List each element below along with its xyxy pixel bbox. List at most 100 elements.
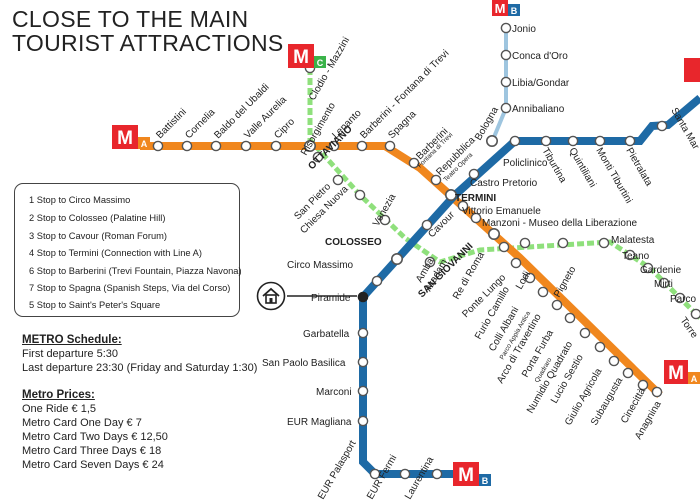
prices-heading: Metro Prices:	[22, 389, 95, 401]
station-ponte-lungo[interactable]	[510, 257, 522, 269]
station-libia[interactable]	[500, 76, 512, 88]
station-cipro[interactable]	[270, 140, 282, 152]
station-lucio[interactable]	[594, 341, 606, 353]
label-bologna: Bologna	[473, 105, 501, 143]
station-ottaviano[interactable]	[303, 140, 316, 153]
legend-item: 5 Stop to Saint's Peter's Square	[29, 300, 161, 310]
station-chiesa-nuova[interactable]	[354, 189, 366, 201]
station-castro[interactable]	[468, 168, 480, 180]
m-logo-letter: M	[668, 363, 684, 384]
schedule-last: Last departure 23:30 (Friday and Saturda…	[22, 362, 258, 374]
station-san-giovanni[interactable]	[487, 228, 500, 241]
station-repubblica[interactable]	[430, 174, 442, 186]
station-jonio[interactable]	[500, 22, 512, 34]
station-malatesta[interactable]	[598, 237, 610, 249]
station-monti[interactable]	[594, 135, 606, 147]
station-porta-furba[interactable]	[564, 312, 576, 324]
line-c	[307, 68, 700, 320]
station-re-di-roma[interactable]	[498, 241, 510, 253]
station-bologna[interactable]	[485, 135, 498, 148]
station-quintiliani[interactable]	[567, 135, 579, 147]
station-eur-palasport[interactable]	[369, 468, 381, 480]
station-san-pietro[interactable]	[332, 174, 344, 186]
station-giulio[interactable]	[608, 355, 620, 367]
line-b-tag	[479, 474, 491, 486]
station-cinecitta[interactable]	[637, 379, 649, 391]
schedule-first: First departure 5:30	[22, 348, 118, 360]
station-numidio[interactable]	[579, 327, 591, 339]
station-laurentina[interactable]	[431, 468, 443, 480]
station-teano[interactable]	[624, 249, 636, 261]
station-gardenie[interactable]	[642, 262, 654, 274]
station-san-paolo[interactable]	[357, 356, 369, 368]
station-arco[interactable]	[551, 299, 563, 311]
label-pietralata: Pietralata	[623, 146, 654, 188]
station-santa-maria[interactable]	[656, 120, 668, 132]
station-mirti[interactable]	[658, 277, 670, 289]
logo-line-a-west: M A	[112, 125, 150, 149]
station-valle-aurelia[interactable]	[240, 140, 252, 152]
station-subaugusta[interactable]	[622, 367, 634, 379]
price-item: Metro Card Seven Days € 24	[22, 459, 164, 471]
m-logo-letter: M	[458, 465, 474, 486]
logo-line-a-east: M A	[664, 360, 700, 384]
station-baldo[interactable]	[210, 140, 222, 152]
price-item: One Ride € 1,5	[22, 403, 96, 415]
station-pietralata[interactable]	[624, 135, 636, 147]
station-manzoni[interactable]	[470, 212, 482, 224]
station-annibaliano[interactable]	[500, 102, 512, 114]
label-baldo: Baldo del Ubaldi	[212, 82, 271, 141]
title-line-1: CLOSE TO THE MAIN	[12, 6, 249, 32]
m-logo-letter: M	[117, 128, 133, 149]
price-item: Metro Card Two Days € 12,50	[22, 431, 168, 443]
station-garbatella[interactable]	[357, 327, 369, 339]
station-vittorio[interactable]	[457, 200, 469, 212]
logo-line-b-north: M B	[492, 0, 520, 16]
line-c-tag-letter: C	[317, 58, 324, 68]
station-lodi[interactable]	[519, 237, 531, 249]
station-eur-fermi[interactable]	[399, 468, 411, 480]
line-b-tag-letter: B	[511, 6, 518, 16]
station-circo[interactable]	[371, 275, 383, 287]
station-conca[interactable]	[500, 49, 512, 61]
station-colosseo[interactable]	[390, 253, 403, 266]
station-amba-aradam[interactable]	[424, 256, 436, 268]
station-cornelia[interactable]	[181, 140, 193, 152]
label-manzoni: Manzoni - Museo della Liberazione	[482, 218, 638, 229]
station-piramide[interactable]	[357, 291, 369, 303]
label-parco: Parco	[670, 294, 697, 305]
line-a	[140, 142, 663, 398]
station-barberini[interactable]	[408, 157, 420, 169]
station-eur-magliana[interactable]	[357, 415, 369, 427]
station-battistini[interactable]	[152, 140, 164, 152]
label-quintiliani: Quintiliani	[566, 146, 597, 190]
station-policlinico[interactable]	[509, 135, 521, 147]
station-risorgimento[interactable]	[312, 151, 324, 163]
station-barberini-fontana[interactable]	[356, 140, 368, 152]
station-anagnina[interactable]	[651, 386, 663, 398]
station-pigneto[interactable]	[557, 237, 569, 249]
home-icon	[256, 281, 286, 311]
label-vittorio: Vittorio Emanuele	[462, 206, 541, 217]
line-b-tag	[508, 4, 520, 16]
label-cornelia: Cornelia	[183, 107, 217, 141]
line-a-tag	[688, 372, 700, 384]
station-marconi[interactable]	[357, 385, 369, 397]
station-cavour[interactable]	[421, 219, 433, 231]
station-parco[interactable]	[674, 292, 686, 304]
schedule-heading: METRO Schedule:	[22, 334, 122, 346]
station-venezia[interactable]	[379, 214, 391, 226]
legend-item: 7 Stop to Spagna (Spanish Steps, Via del…	[29, 283, 231, 293]
station-lepanto[interactable]	[328, 140, 340, 152]
station-torre[interactable]	[690, 308, 700, 320]
m-logo-square	[664, 360, 688, 384]
station-colli[interactable]	[537, 286, 549, 298]
station-tiburtina[interactable]	[540, 135, 552, 147]
m-logo-letter: M	[495, 1, 506, 16]
station-spagna[interactable]	[384, 140, 396, 152]
station-furio[interactable]	[524, 272, 536, 284]
label-garbatella: Garbatella	[303, 329, 350, 340]
logo-line-c: M C	[288, 44, 326, 68]
station-termini[interactable]	[444, 189, 457, 202]
